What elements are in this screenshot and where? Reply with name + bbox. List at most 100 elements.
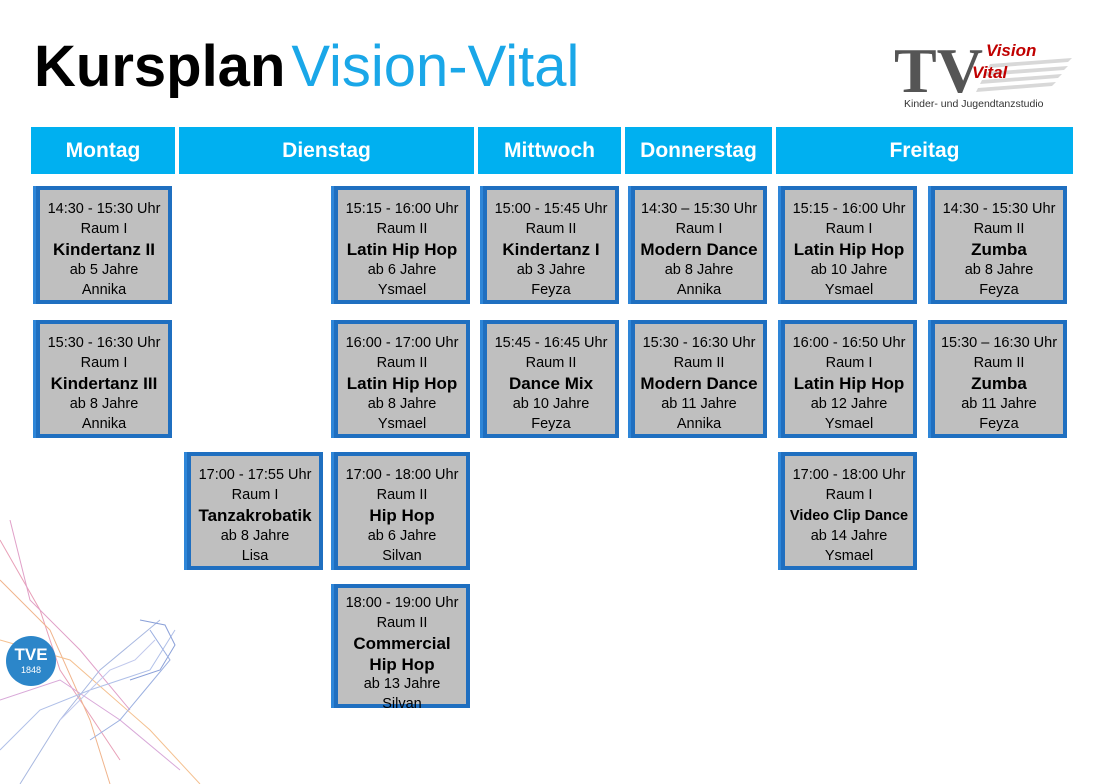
course-age: ab 8 Jahre [964, 262, 1034, 278]
course-time: 15:15 - 16:00 Uhr [345, 201, 459, 217]
course-teacher: Annika [81, 415, 127, 432]
course-age: ab 8 Jahre [664, 262, 734, 278]
course-time: 17:00 - 18:00 Uhr [345, 467, 459, 483]
day-header-mittwoch: Mittwoch [478, 127, 621, 174]
course-card: 18:00 - 19:00 Uhr Raum II Commercial Hip… [334, 584, 470, 712]
club-badge-letters: TVE [14, 645, 48, 664]
logo-word-vital: Vital [972, 63, 1009, 82]
course-room: Raum I [825, 486, 873, 503]
logo-caption: Kinder- und Jugendtanzstudio [904, 98, 1044, 110]
studio-logo: TV Vision Vital [894, 35, 1072, 106]
course-card: 15:00 - 15:45 Uhr Raum II Kindertanz I a… [483, 186, 619, 304]
course-room: Raum I [231, 486, 279, 503]
course-room: Raum II [376, 486, 428, 503]
course-age: ab 8 Jahre [69, 396, 139, 412]
day-header-dienstag: Dienstag [179, 127, 474, 174]
course-teacher: Ysmael [824, 547, 874, 564]
course-card: 14:30 – 15:30 Uhr Raum I Modern Dance ab… [631, 186, 767, 304]
course-room: Raum II [376, 614, 428, 631]
course-age: ab 12 Jahre [810, 396, 888, 412]
course-name: Latin Hip Hop [346, 240, 458, 259]
course-time: 15:30 – 16:30 Uhr [940, 335, 1058, 351]
course-time: 15:30 - 16:30 Uhr [642, 335, 756, 351]
day-header-montag: Montag [31, 127, 175, 174]
course-age: ab 11 Jahre [961, 396, 1037, 412]
course-teacher: Silvan [382, 547, 422, 564]
course-card: 15:30 – 16:30 Uhr Raum II Zumba ab 11 Ja… [931, 320, 1067, 438]
course-name: Modern Dance [640, 240, 758, 259]
day-header-donnerstag: Donnerstag [625, 127, 772, 174]
course-time: 15:15 - 16:00 Uhr [792, 201, 906, 217]
course-room: Raum II [525, 354, 577, 371]
course-name: Latin Hip Hop [346, 374, 458, 393]
course-card: 14:30 - 15:30 Uhr Raum II Zumba ab 8 Jah… [931, 186, 1067, 304]
course-teacher: Ysmael [824, 281, 874, 298]
course-age: ab 6 Jahre [367, 262, 437, 278]
course-name: Latin Hip Hop [793, 240, 905, 259]
course-room: Raum I [80, 220, 128, 237]
course-teacher: Lisa [241, 547, 269, 564]
course-room: Raum II [673, 354, 725, 371]
course-age: ab 14 Jahre [810, 528, 888, 544]
course-teacher: Feyza [979, 415, 1019, 432]
course-room: Raum I [80, 354, 128, 371]
course-time: 16:00 - 17:00 Uhr [345, 335, 459, 351]
course-teacher: Annika [676, 415, 722, 432]
course-card: 15:15 - 16:00 Uhr Raum I Latin Hip Hop a… [781, 186, 917, 304]
course-room: Raum II [973, 220, 1025, 237]
course-age: ab 6 Jahre [367, 528, 437, 544]
course-card: 17:00 - 18:00 Uhr Raum I Video Clip Danc… [781, 452, 917, 570]
course-age: ab 5 Jahre [69, 262, 139, 278]
course-age: ab 11 Jahre [661, 396, 737, 412]
club-badge-year: 1848 [20, 665, 42, 675]
title-accent: Vision-Vital [291, 34, 580, 99]
course-teacher: Annika [81, 281, 127, 298]
course-card: 14:30 - 15:30 Uhr Raum I Kindertanz II a… [36, 186, 172, 304]
course-name: Kindertanz II [52, 240, 155, 259]
course-name: Zumba [971, 374, 1027, 393]
course-teacher: Feyza [531, 415, 571, 432]
course-name: Commercial [353, 634, 451, 653]
course-age: ab 8 Jahre [367, 396, 437, 412]
logo-letters: TV [894, 35, 983, 106]
course-name: Modern Dance [640, 374, 758, 393]
course-teacher: Ysmael [824, 415, 874, 432]
course-age: ab 8 Jahre [220, 528, 290, 544]
course-name: Tanzakrobatik [198, 506, 312, 525]
course-time: 14:30 – 15:30 Uhr [640, 201, 758, 217]
course-card: 16:00 - 17:00 Uhr Raum II Latin Hip Hop … [334, 320, 470, 438]
course-age: ab 10 Jahre [512, 396, 590, 412]
course-card: 15:45 - 16:45 Uhr Raum II Dance Mix ab 1… [483, 320, 619, 438]
logo-word-vision: Vision [986, 41, 1036, 60]
course-name: Kindertanz I [502, 240, 600, 259]
course-age: ab 10 Jahre [810, 262, 888, 278]
course-time: 15:45 - 16:45 Uhr [494, 335, 608, 351]
course-age: ab 13 Jahre [363, 676, 441, 692]
course-teacher: Annika [676, 281, 722, 298]
course-card: 15:30 - 16:30 Uhr Raum I Kindertanz III … [36, 320, 172, 438]
course-time: 15:00 - 15:45 Uhr [494, 201, 608, 217]
course-room: Raum II [525, 220, 577, 237]
course-time: 14:30 - 15:30 Uhr [47, 201, 161, 217]
course-room: Raum II [376, 354, 428, 371]
course-name: Latin Hip Hop [793, 374, 905, 393]
course-teacher: Ysmael [377, 281, 427, 298]
course-name: Hip Hop [369, 506, 435, 525]
course-time: 17:00 - 18:00 Uhr [792, 467, 906, 483]
course-name: Kindertanz III [50, 374, 158, 393]
course-name: Dance Mix [508, 374, 594, 393]
course-teacher: Ysmael [377, 415, 427, 432]
course-room: Raum II [376, 220, 428, 237]
course-time: 16:00 - 16:50 Uhr [792, 335, 906, 351]
course-teacher: Silvan [382, 695, 422, 712]
course-room: Raum I [825, 354, 873, 371]
course-age: ab 3 Jahre [516, 262, 586, 278]
course-name: Zumba [971, 240, 1027, 259]
course-teacher: Feyza [979, 281, 1019, 298]
course-room: Raum II [973, 354, 1025, 371]
course-time: 18:00 - 19:00 Uhr [345, 595, 459, 611]
day-header-freitag: Freitag [776, 127, 1073, 174]
course-time: 14:30 - 15:30 Uhr [942, 201, 1056, 217]
course-time: 15:30 - 16:30 Uhr [47, 335, 161, 351]
